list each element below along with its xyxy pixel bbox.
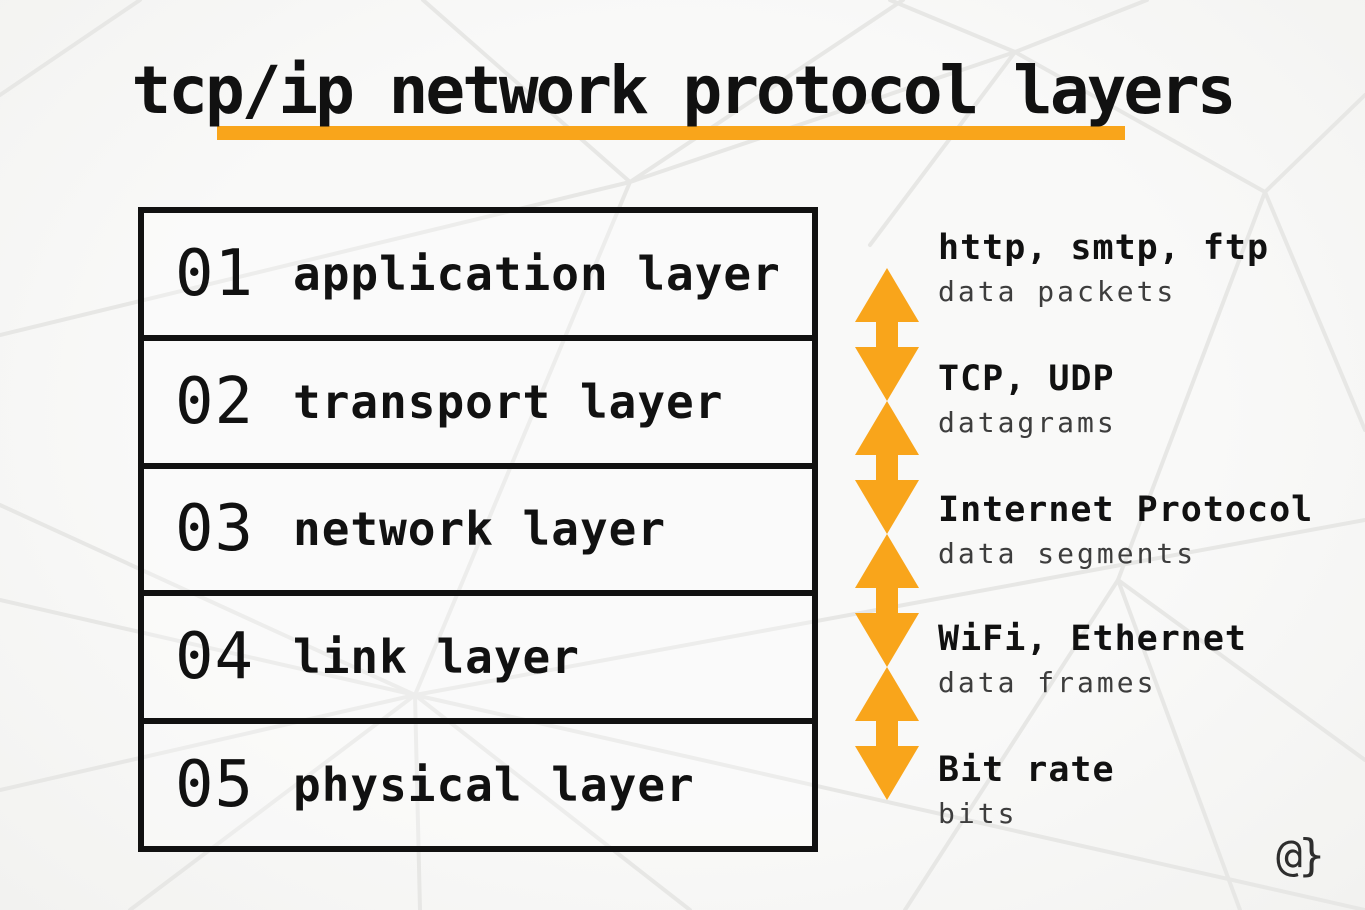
layer-row-network: 03 network layer bbox=[144, 462, 812, 591]
annotation-unit: datagrams bbox=[938, 406, 1117, 439]
layer-number: 02 bbox=[175, 364, 255, 439]
layer-row-physical: 05 physical layer bbox=[144, 718, 812, 846]
layer-number: 01 bbox=[175, 236, 255, 311]
annotation-protocols: TCP, UDP bbox=[938, 359, 1115, 399]
annotation-protocols: http, smtp, ftp bbox=[938, 228, 1270, 268]
annotation-protocols: WiFi, Ethernet bbox=[938, 619, 1248, 659]
layer-name: network layer bbox=[293, 502, 667, 557]
annotation-unit: data segments bbox=[938, 537, 1197, 570]
double-arrow-icon bbox=[855, 268, 919, 401]
annotation-protocols: Bit rate bbox=[938, 750, 1115, 790]
annotation-link: WiFi, Ethernet data frames bbox=[938, 617, 1247, 702]
layer-name: link layer bbox=[293, 630, 580, 685]
annotation-unit: data packets bbox=[938, 275, 1177, 308]
annotation-unit: bits bbox=[938, 797, 1018, 830]
page-title: tcp/ip network protocol layers bbox=[131, 52, 1236, 129]
annotation-unit: data frames bbox=[938, 666, 1157, 699]
layer-row-transport: 02 transport layer bbox=[144, 334, 812, 463]
double-arrow-icon bbox=[855, 401, 919, 534]
annotation-physical: Bit rate bits bbox=[938, 748, 1115, 833]
layer-row-application: 01 application layer bbox=[144, 213, 812, 335]
annotation-transport: TCP, UDP datagrams bbox=[938, 357, 1117, 442]
layer-number: 04 bbox=[175, 620, 255, 695]
layer-row-link: 04 link layer bbox=[144, 590, 812, 718]
layer-number: 05 bbox=[175, 748, 255, 823]
double-arrow-icon bbox=[855, 667, 919, 800]
layer-number: 03 bbox=[175, 492, 255, 567]
annotation-network: Internet Protocol data segments bbox=[938, 488, 1313, 573]
title-underline bbox=[217, 126, 1125, 140]
annotation-protocols: Internet Protocol bbox=[938, 490, 1314, 530]
annotation-application: http, smtp, ftp data packets bbox=[938, 226, 1269, 311]
layer-stack: 01 application layer 02 transport layer … bbox=[138, 207, 818, 852]
layer-name: application layer bbox=[293, 246, 781, 301]
watermark-logo: @} bbox=[1276, 830, 1325, 881]
layer-name: transport layer bbox=[293, 374, 724, 429]
double-arrow-icon bbox=[855, 534, 919, 667]
layer-name: physical layer bbox=[293, 758, 695, 813]
